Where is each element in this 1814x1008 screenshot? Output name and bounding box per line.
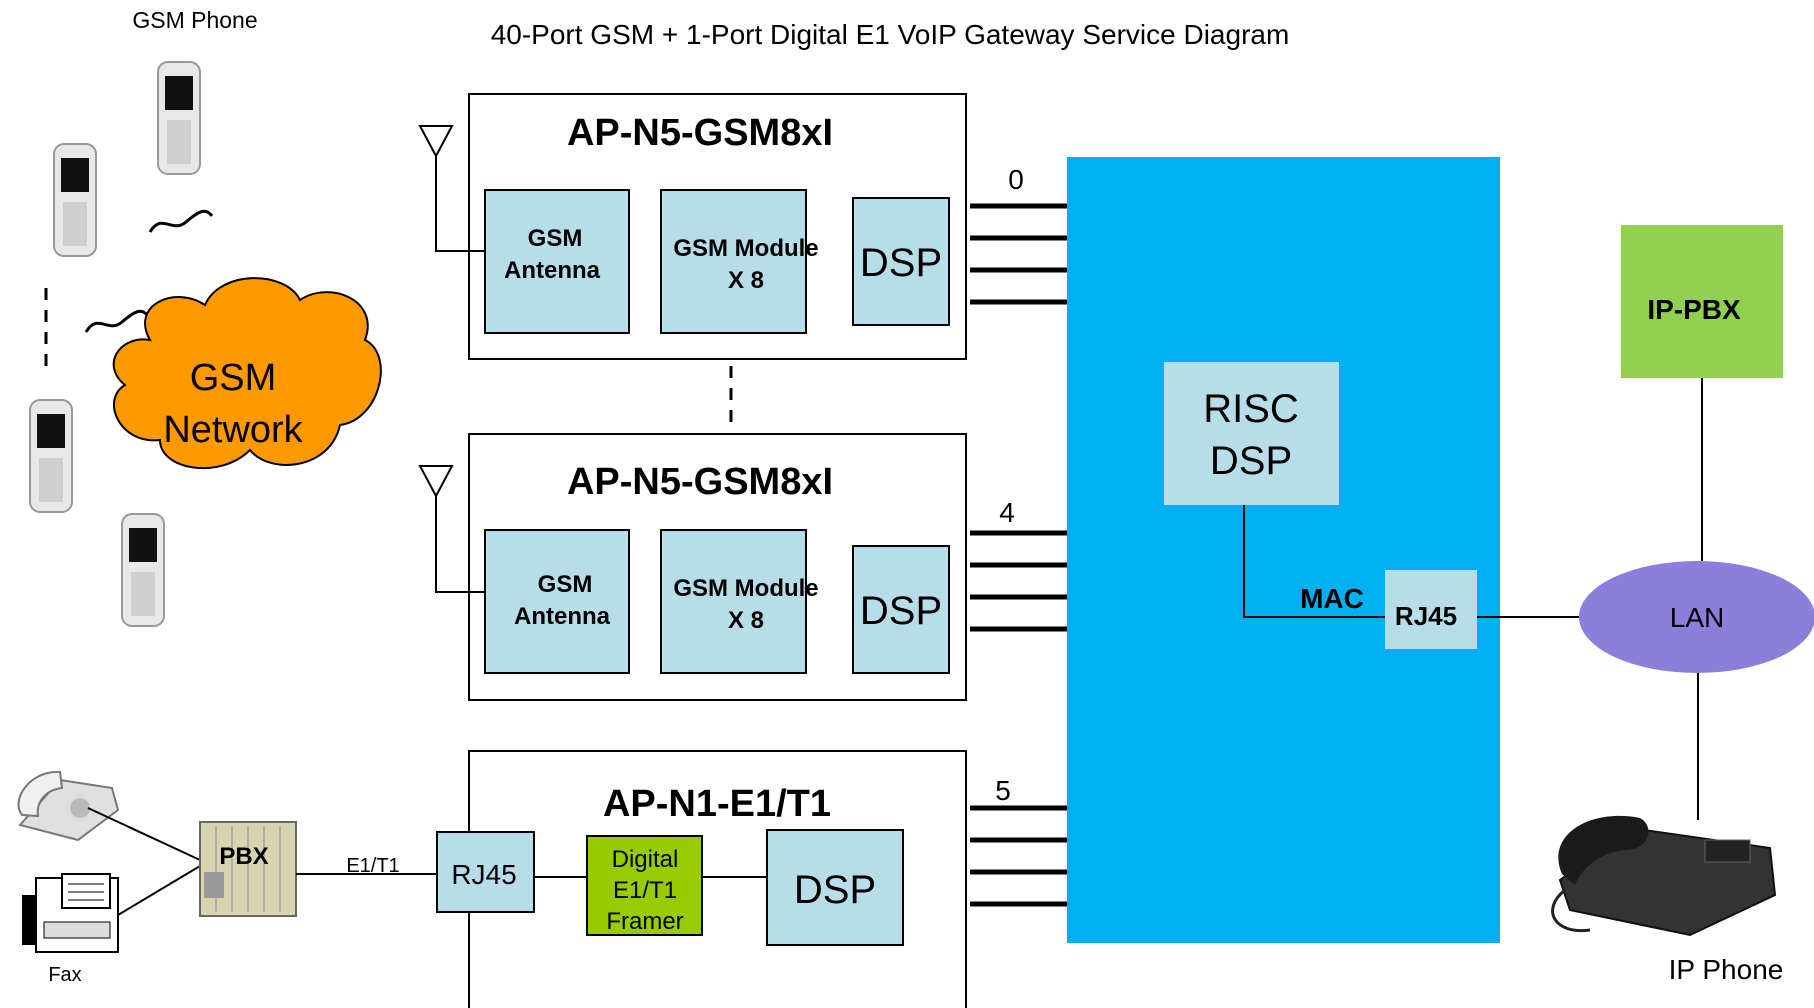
port-label: 5 (995, 775, 1011, 806)
antenna-icon (418, 125, 454, 159)
mac-label: MAC (1300, 583, 1364, 614)
gsm-antenna-label-line1: GSM (538, 571, 593, 598)
antenna-wire (435, 496, 485, 593)
lan-cloud (1579, 561, 1814, 673)
dsp-label: DSP (860, 589, 942, 633)
rj45-box (1385, 570, 1477, 649)
wireless-signal-icon (84, 309, 150, 333)
gsm-module-label-line1: GSM Module (673, 575, 818, 602)
ip-phone-icon (1551, 815, 1777, 937)
gsm-antenna-box (484, 189, 630, 334)
dsp-label: DSP (860, 241, 942, 285)
framer-label-line2: E1/T1 (613, 877, 677, 904)
gsm-module-label-line2: X 8 (728, 607, 764, 634)
gsm-phone-icon (121, 513, 165, 627)
gsm-antenna-label-line1: GSM (528, 225, 583, 252)
gsm-module-box (660, 189, 807, 334)
risc-label-line1: RISC (1203, 387, 1299, 431)
ip-phone-label: IP Phone (1669, 954, 1784, 985)
port-lines (970, 530, 1067, 632)
gsm-network-label-line1: GSM (190, 357, 277, 399)
framer-box (586, 835, 703, 936)
gateway-main-board (1067, 157, 1500, 943)
e1-board-title: AP-N1-E1/T1 (603, 783, 831, 825)
e1-board: AP-N1-E1/T1 RJ45 Digital E1/T1 Framer DS… (436, 750, 1067, 1008)
port-label: 4 (999, 497, 1015, 528)
gsm-network-label-line2: Network (163, 409, 303, 451)
gsm-board-title: AP-N5-GSM8xI (567, 461, 833, 503)
telephone-icon (17, 770, 120, 842)
port-lines (970, 203, 1067, 305)
ip-pbx-label: IP-PBX (1647, 294, 1741, 325)
framer-label-line1: Digital (612, 846, 679, 873)
e1t1-link-label: E1/T1 (346, 855, 399, 877)
dsp-box (766, 829, 904, 946)
risc-label-line2: DSP (1210, 439, 1292, 483)
antenna-wire (435, 156, 485, 252)
rj45-port-box (436, 831, 535, 913)
mac-link (1243, 505, 1385, 618)
gsm-module-label-line1: GSM Module (673, 235, 818, 262)
gsm-module-box (660, 529, 807, 674)
rj45-port-label: RJ45 (451, 859, 516, 890)
dsp-box (852, 197, 950, 326)
gsm-phone-icon (53, 143, 97, 257)
lan-label: LAN (1670, 602, 1724, 633)
fax-icon (22, 873, 119, 953)
gsm-board-title: AP-N5-GSM8xI (567, 112, 833, 154)
ip-pbx-box (1621, 225, 1783, 378)
wireless-signal-icon (148, 209, 214, 233)
gsm-phone-icon (157, 61, 201, 175)
pbx-label: PBX (219, 843, 268, 870)
gsm-board-1: AP-N5-GSM8xI GSM Antenna GSM Module X 8 … (418, 93, 1067, 360)
pbx-icon (199, 821, 297, 917)
gsm-module-label-line2: X 8 (728, 267, 764, 294)
rj45-label: RJ45 (1395, 601, 1457, 631)
gsm-phone-label: GSM Phone (132, 7, 257, 33)
gsm-phone-icon (29, 399, 73, 513)
port-label: 0 (1008, 164, 1024, 195)
gsm-network-cloud (112, 277, 382, 470)
gsm-antenna-box (484, 529, 630, 674)
gsm-antenna-label-line2: Antenna (514, 603, 611, 630)
antenna-icon (418, 465, 454, 499)
gsm-antenna-label-line2: Antenna (504, 257, 601, 284)
framer-label-line3: Framer (606, 908, 683, 935)
port-lines (970, 805, 1067, 907)
dsp-label: DSP (794, 868, 876, 912)
fax-label: Fax (48, 964, 81, 986)
diagram-title: 40-Port GSM + 1-Port Digital E1 VoIP Gat… (491, 19, 1290, 50)
gsm-board-2: AP-N5-GSM8xI GSM Antenna GSM Module X 8 … (418, 433, 1067, 701)
dsp-box (852, 545, 950, 674)
risc-dsp-box (1164, 362, 1339, 505)
